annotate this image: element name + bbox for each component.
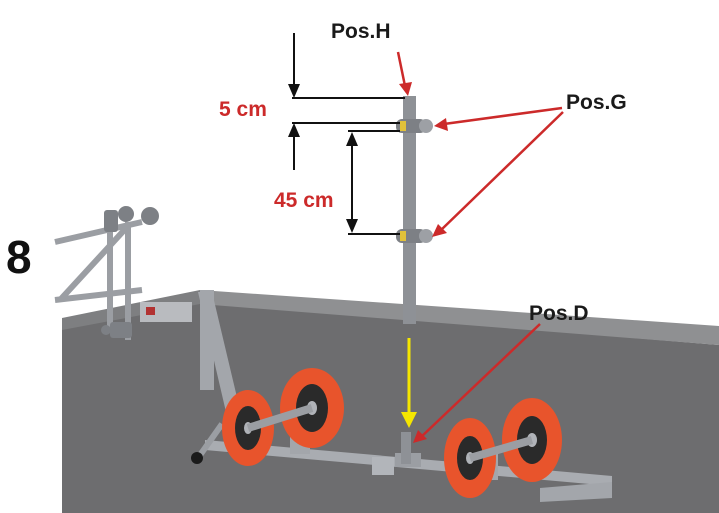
axle-right [468, 436, 534, 462]
label-pos-g: Pos.G [566, 91, 627, 114]
dimension-45cm-arrow-down [346, 219, 358, 233]
leader-pos-h-head [399, 82, 412, 96]
label-dim-5cm: 5 cm [219, 98, 267, 121]
dimension-5cm-arrow-up [288, 123, 300, 137]
clamp-lower [396, 229, 433, 243]
wall-top-edge [200, 290, 719, 345]
leader-pos-d [419, 323, 541, 439]
leader-pos-g [439, 106, 564, 232]
clamp-upper [396, 119, 433, 133]
label-dim-45cm: 45 cm [274, 189, 334, 212]
dimension-45cm [348, 130, 400, 235]
truss-section [54, 219, 143, 340]
vertical-tube [403, 96, 416, 324]
frame-badge [146, 307, 155, 315]
step-number: 8 [6, 231, 32, 283]
truss-clamp-upper [104, 206, 159, 232]
label-pos-d: Pos.D [529, 302, 589, 325]
center-block [372, 457, 394, 475]
label-pos-h: Pos.H [331, 20, 391, 43]
frame-post [200, 290, 214, 390]
crank-knob [191, 452, 203, 464]
leader-pos-g-head-lower [432, 224, 447, 237]
dimension-45cm-arrow-up [346, 132, 358, 146]
dimension-5cm [292, 33, 405, 170]
axle-left [246, 404, 314, 432]
insert-arrowhead [401, 412, 417, 428]
leader-pos-d-head [413, 430, 427, 443]
truss-clamp-lower [101, 322, 132, 338]
dimension-5cm-arrow-down [288, 84, 300, 98]
base-end [540, 482, 612, 502]
leader-pos-g-head-upper [434, 118, 448, 131]
leader-pos-h [396, 51, 407, 87]
crank-arm [195, 422, 225, 460]
socket-pos-d [401, 432, 411, 464]
